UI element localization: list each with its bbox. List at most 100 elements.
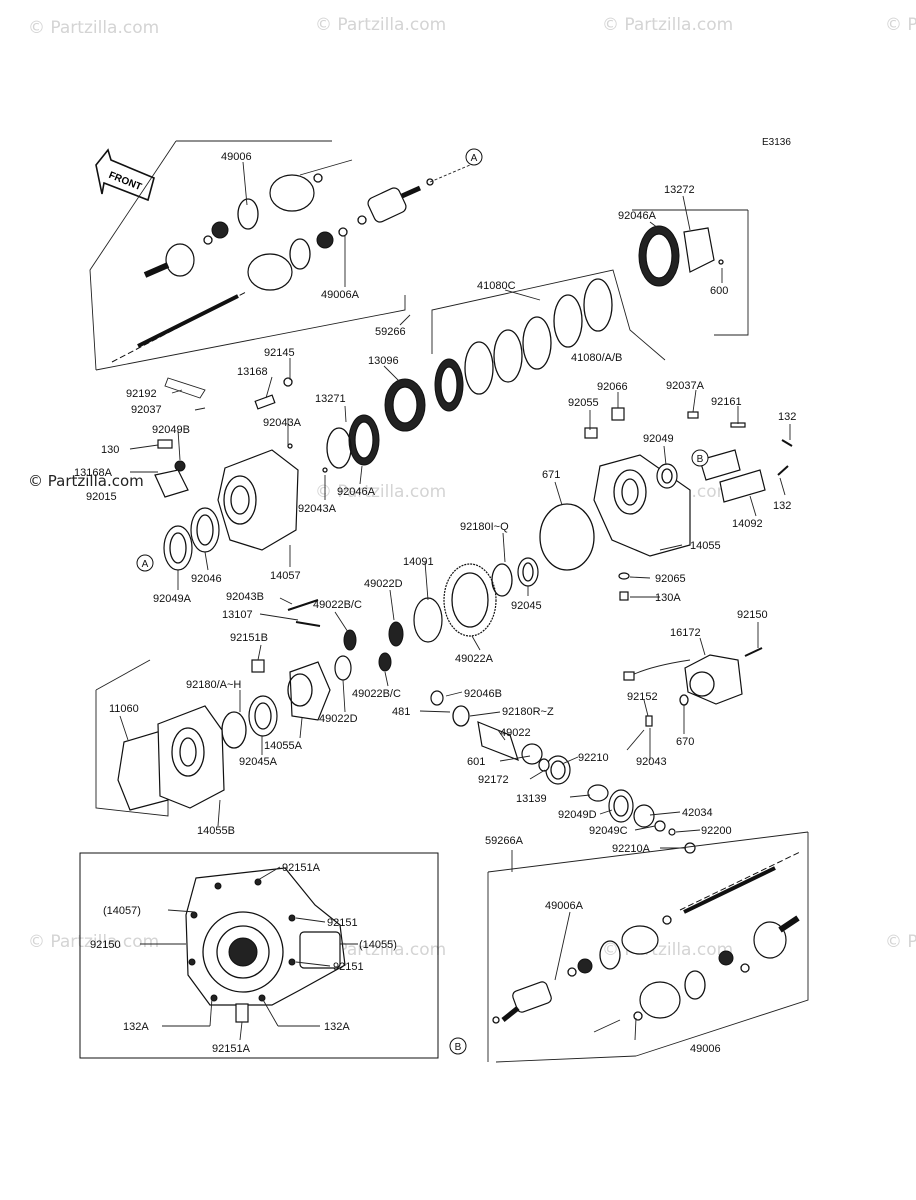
label-14092: 14092: [732, 518, 763, 530]
label-14055: 14055: [690, 540, 721, 552]
label-92192: 92192: [126, 388, 157, 400]
label-92180-A-H: 92180/A~H: [186, 679, 241, 691]
spider-right: [316, 231, 334, 249]
label-11060: 11060: [109, 703, 139, 715]
label-49022D-2: 49022D: [319, 713, 358, 725]
label-42034: 42034: [682, 807, 713, 819]
label-92066: 92066: [597, 381, 628, 393]
label-16172: 16172: [670, 627, 701, 639]
label-92037: 92037: [131, 404, 162, 416]
label-92161: 92161: [711, 396, 742, 408]
hub-14055A: [221, 659, 331, 749]
label-92172: 92172: [478, 774, 509, 786]
gear-13096: [384, 378, 426, 432]
pinion-49022: [430, 690, 696, 854]
label-92046: 92046: [191, 573, 222, 585]
plate-13272: [683, 227, 715, 273]
label-13107: 13107: [222, 609, 253, 621]
label-92049D: 92049D: [558, 809, 597, 821]
label-601: 601: [467, 756, 485, 768]
label-13139: 13139: [516, 793, 547, 805]
label-49006: 49006: [221, 151, 252, 163]
watermark-3: © Partzilla.com: [602, 15, 733, 35]
cover-14055B: [95, 659, 225, 817]
assembly-inset: [79, 852, 439, 1059]
label-130A: 130A: [655, 592, 681, 604]
watermark-7: © Partzilla.com: [28, 932, 159, 952]
front-shaft-group: [89, 140, 471, 371]
label-92152: 92152: [627, 691, 658, 703]
watermark-1: © Partzilla.com: [28, 18, 159, 38]
boot-upper: [269, 174, 315, 212]
label-92180I-Q: 92180I~Q: [460, 521, 509, 533]
label-13168A: 13168A: [74, 467, 113, 479]
label-13271: 13271: [315, 393, 346, 405]
label-13168: 13168: [237, 366, 268, 378]
label-92046A: 92046A: [618, 210, 657, 222]
label-132A-1: 132A: [123, 1021, 149, 1033]
label-92180R-Z: 92180R~Z: [502, 706, 554, 718]
svg-text:B: B: [455, 1042, 462, 1053]
watermark-2: © Partzilla.com: [315, 15, 446, 35]
cv-joint-rear-outer: [753, 921, 787, 959]
front-arrow-icon: FRONT: [95, 148, 155, 202]
label-92151A-bottom: 92151A: [212, 1043, 251, 1055]
label-49022: 49022: [500, 727, 531, 739]
label-92145: 92145: [264, 347, 295, 359]
label-92046A-mid: 92046A: [337, 486, 376, 498]
label-670: 670: [676, 736, 694, 748]
label-132A-2: 132A: [324, 1021, 350, 1033]
ref-b-right: B: [691, 449, 709, 467]
label-600: 600: [710, 285, 728, 297]
label-59266A: 59266A: [485, 835, 524, 847]
bracket-13272-group: [632, 209, 749, 336]
boot-rear-upper: [621, 925, 659, 955]
clutch-plates: [431, 269, 666, 412]
ref-a-left: A: [136, 554, 154, 572]
label-92151A-top: 92151A: [282, 862, 321, 874]
watermark-5: © Partzilla.com: [315, 482, 446, 502]
cv-joint-outer: [165, 243, 195, 277]
label-92015: 92015: [86, 491, 117, 503]
sensor-16172: [623, 647, 763, 706]
label-92151-1: 92151: [327, 917, 358, 929]
label-59266: 59266: [375, 326, 406, 338]
label-92043B: 92043B: [226, 591, 264, 603]
label-92049: 92049: [643, 433, 674, 445]
label-92037A: 92037A: [666, 380, 705, 392]
label-671: 671: [542, 469, 560, 481]
label-481: 481: [392, 706, 410, 718]
o-ring-671: [539, 503, 595, 571]
label-92151B: 92151B: [230, 632, 268, 644]
clamp-49006A: [289, 238, 311, 270]
label-14055B: 14055B: [197, 825, 235, 837]
clamp-49006: [237, 198, 259, 230]
boot-rear-lower: [639, 981, 681, 1019]
ref-b-bottom: B: [449, 1037, 467, 1055]
label-41080C: 41080C: [477, 280, 516, 292]
watermark-dark: © Partzilla.com: [28, 472, 144, 490]
ring-gear-49022A: [287, 557, 539, 681]
ref-a-top: A: [465, 148, 483, 166]
housing-14057: [154, 377, 328, 551]
spider-left: [211, 221, 229, 239]
leader-lines: [119, 161, 791, 1041]
cv-joint-inner: [367, 187, 407, 223]
label-14057: 14057: [270, 570, 301, 582]
label-92150-top: 92150: [737, 609, 768, 621]
watermark-8: © Partzilla.com: [315, 940, 446, 960]
label-92045: 92045: [511, 600, 542, 612]
label-92210A: 92210A: [612, 843, 651, 855]
label-14057-paren: (14057): [103, 905, 141, 917]
label-41080-a-b: 41080/A/B: [571, 352, 622, 364]
label-14055A: 14055A: [264, 740, 303, 752]
lever-14092: [719, 469, 766, 503]
gasket-11060: [117, 729, 169, 811]
label-49022A: 49022A: [455, 653, 494, 665]
svg-text:A: A: [142, 559, 149, 570]
watermark-4: © Partzilla.com: [885, 15, 916, 35]
label-49022B-C-2: 49022B/C: [352, 688, 401, 700]
svg-text:B: B: [697, 454, 704, 465]
label-92210: 92210: [578, 752, 609, 764]
label-92049B: 92049B: [152, 424, 190, 436]
